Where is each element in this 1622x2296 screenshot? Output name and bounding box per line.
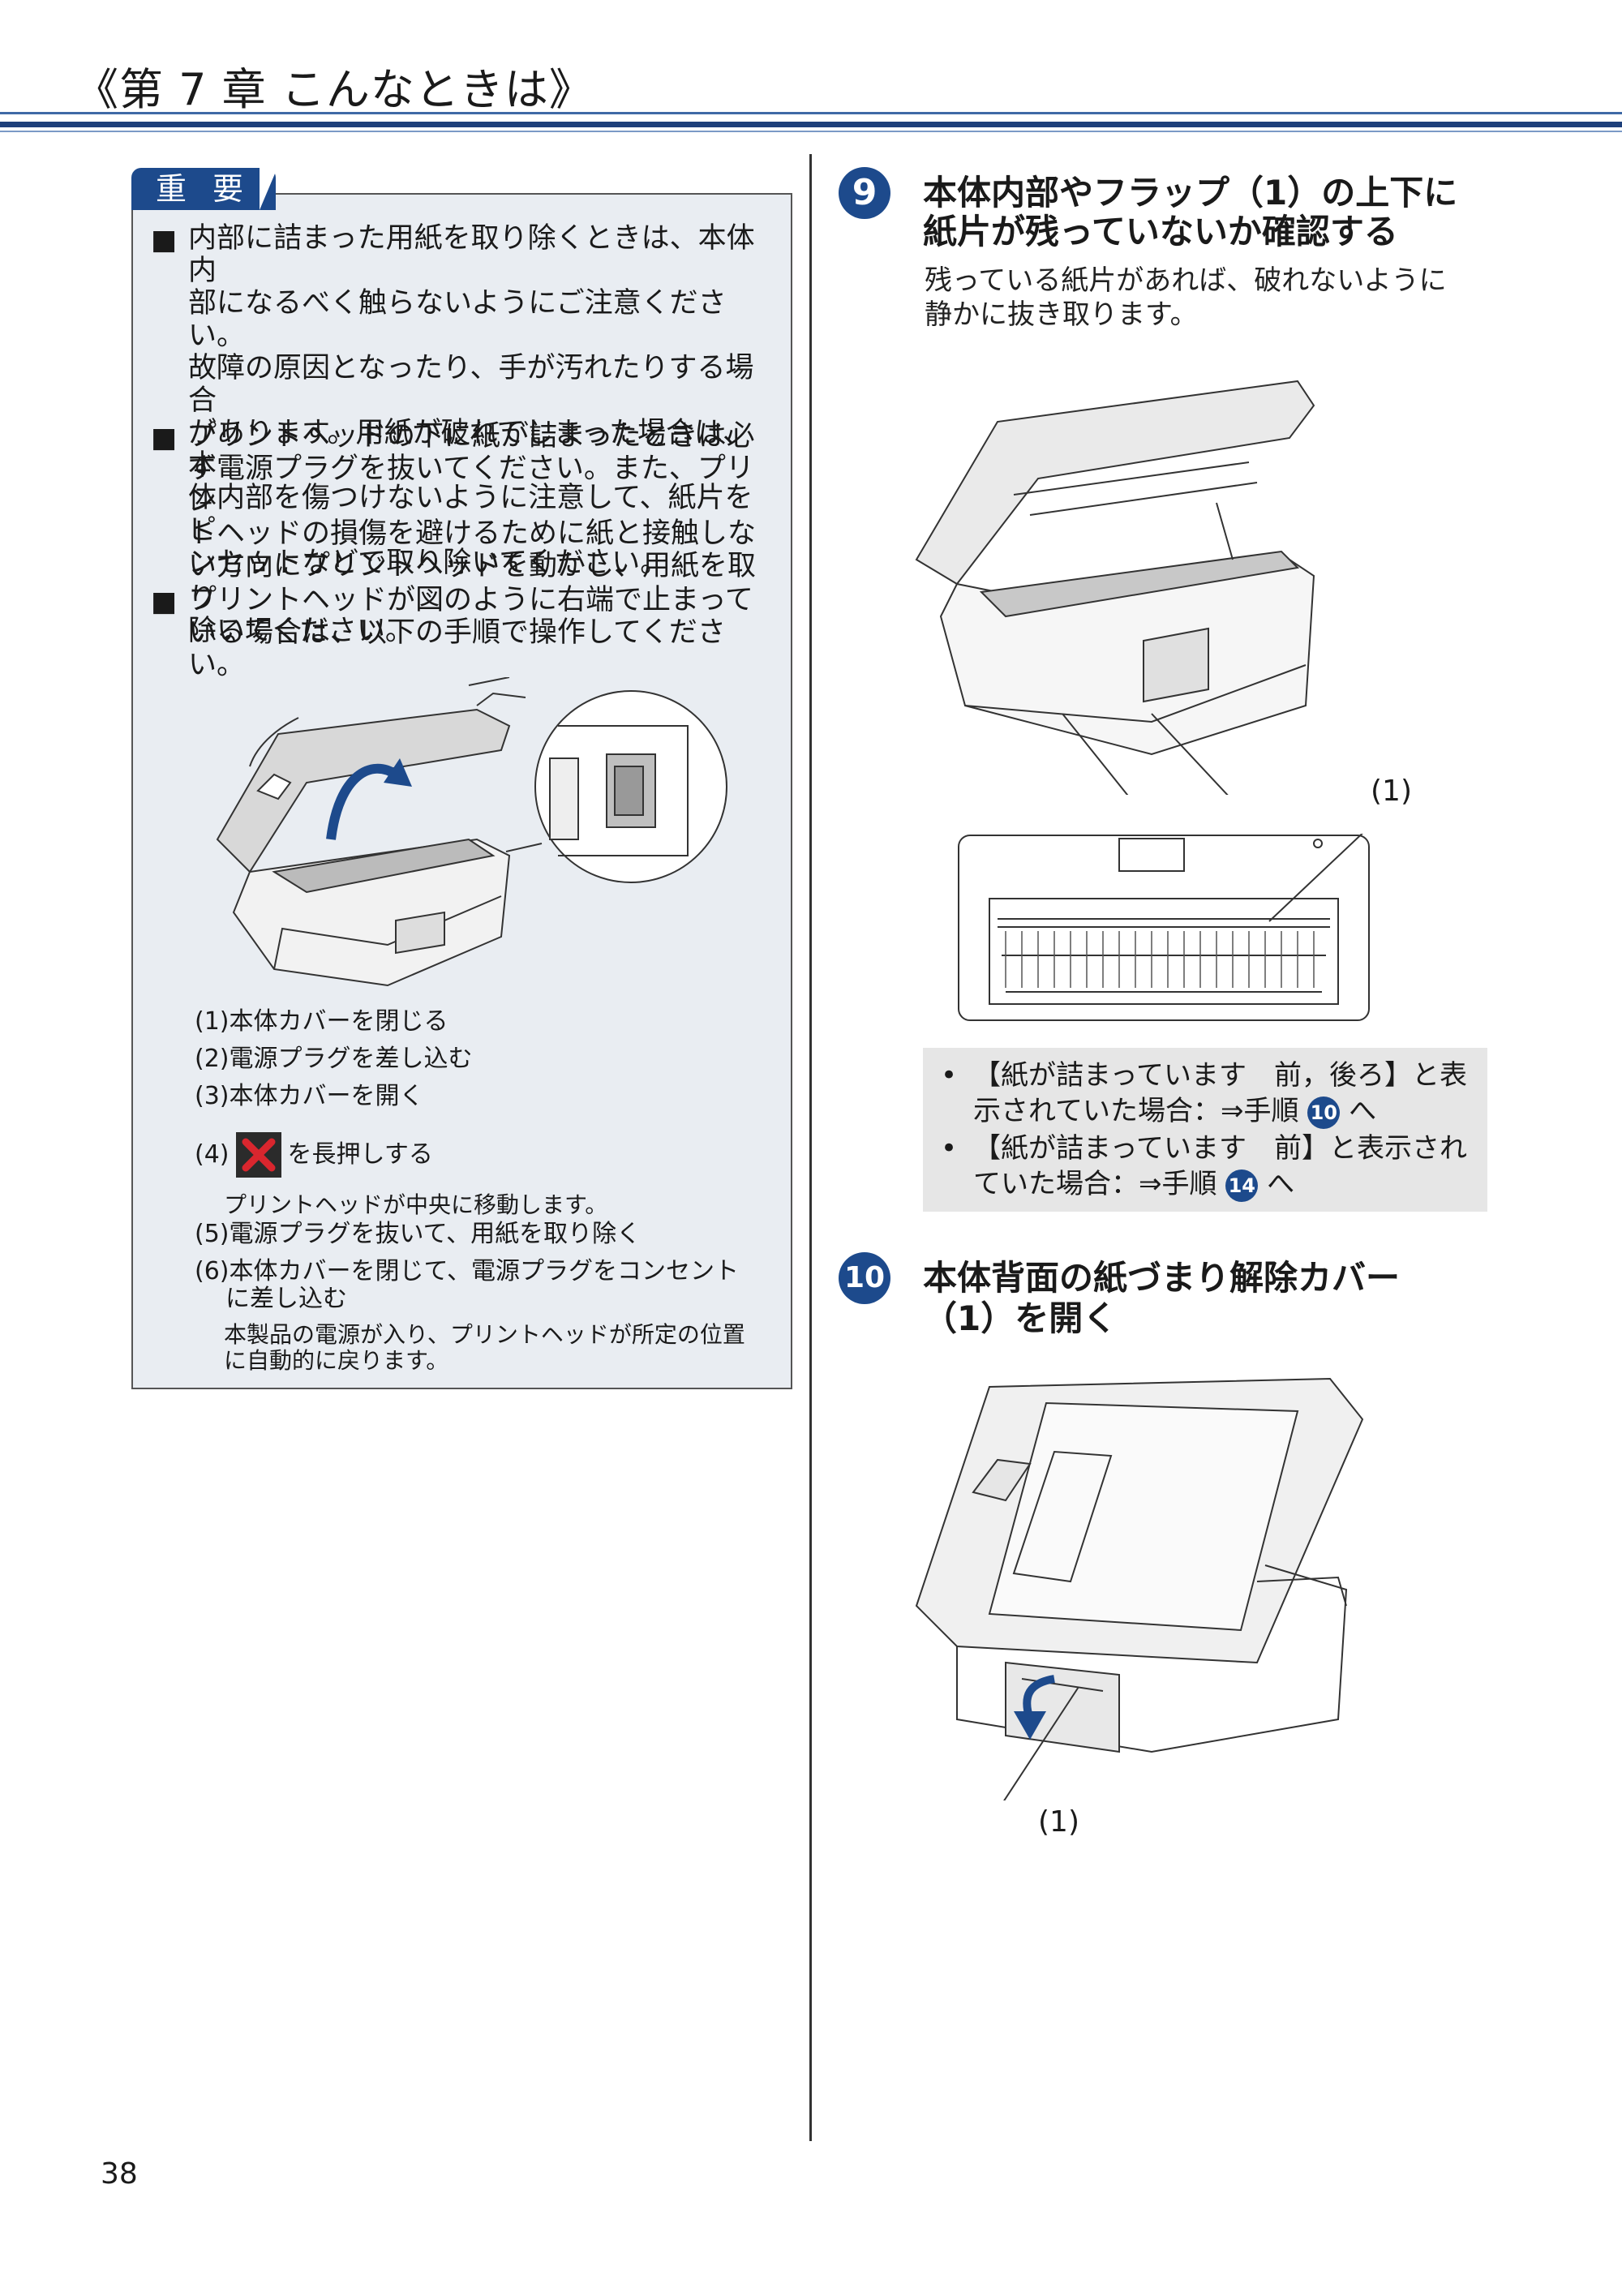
text-line: 内部に詰まった用紙を取り除くときは、本体内	[188, 222, 755, 287]
step-close-plug-cont: に差し込む	[225, 1285, 347, 1313]
column-divider	[809, 154, 812, 2141]
header-rule-thick	[0, 122, 1622, 127]
step-9-title-cont: 紙片が残っていないか確認する	[923, 212, 1398, 251]
important-bullet-1: ■ 内部に詰まった用紙を取り除くときは、本体内 部になるべく触らないようにご注意…	[151, 222, 775, 579]
note-text: 示されていた場合：⇒手順	[973, 1095, 1299, 1127]
important-tag: 重 要	[131, 168, 276, 210]
flap-closeup-illustration	[958, 834, 1370, 1021]
text-line: ンセットなどで取り除いてください。	[188, 547, 669, 579]
step-9-title: 本体内部やフラップ（1）の上下に	[923, 173, 1458, 212]
step-9-note-box	[923, 1048, 1487, 1212]
step-ref-badge[interactable]: 10	[1307, 1096, 1341, 1129]
bullet-marker: ■	[151, 586, 178, 618]
text-line: 故障の原因となったり、手が汚れたりする場合	[188, 352, 754, 417]
text-line: いる場合は、以下の手順で操作してください。	[188, 616, 726, 681]
text-line: い方向にプリントヘッドを動かし、用紙を取り	[188, 550, 757, 615]
step-open-cover: (3)本体カバーを開く	[195, 1082, 424, 1110]
note-text: 【紙が詰まっています 前，後ろ】と表	[973, 1059, 1467, 1092]
step-close-plug: (6)本体カバーを閉じて、電源プラグをコンセント	[195, 1257, 739, 1285]
step-plug-in: (2)電源プラグを差し込む	[195, 1045, 473, 1073]
text-line: 部になるべく触らないようにご注意ください。	[188, 287, 727, 352]
text-line: プリントヘッドの下に紙が詰まったときは必	[188, 420, 755, 453]
step-note: に自動的に戻ります。	[224, 1347, 449, 1374]
note-text: へ	[1349, 1095, 1377, 1127]
step-unplug-remove: (5)電源プラグを抜いて、用紙を取り除く	[195, 1220, 642, 1248]
step-text: を長押しする	[287, 1140, 433, 1169]
important-bullet-3: ■ プリントヘッドが図のように右端で止まって いる場合は、以下の手順で操作してく…	[151, 584, 775, 681]
step-9-note-1: • 【紙が詰まっています 前，後ろ】と表 示されていた場合：⇒手順 10 へ	[941, 1058, 1476, 1129]
step-9-desc-cont: 静かに抜き取ります。	[925, 298, 1198, 331]
stop-icon	[235, 1132, 281, 1178]
step-hold-stop: (4) を長押しする	[195, 1132, 433, 1178]
header-rule	[0, 112, 1622, 114]
page-number: 38	[101, 2157, 138, 2191]
step-9-note-2: • 【紙が詰まっています 前】と表示され ていた場合：⇒手順 14 へ	[941, 1131, 1476, 1202]
text-line: プリントヘッドが図のように右端で止まって	[188, 584, 753, 616]
text-line: ず電源プラグを抜いてください。また、プリン	[188, 453, 754, 517]
step-number-label: (4)	[195, 1140, 230, 1169]
text-line: トヘッドの損傷を避けるために紙と接触しな	[188, 517, 757, 550]
step-note: プリントヘッドが中央に移動します。	[224, 1191, 608, 1218]
text-line: 体内部を傷つけないように注意して、紙片をピ	[188, 482, 753, 547]
step-9-callout: (1)	[1371, 775, 1412, 808]
step-10-title: 本体背面の紙づまり解除カバー	[923, 1258, 1401, 1298]
note-text: へ	[1267, 1168, 1295, 1200]
bullet-marker: ■	[151, 422, 178, 454]
chapter-title: 《第 7 章 こんなときは》	[75, 64, 594, 115]
step-9-desc: 残っている紙片があれば、破れないように	[925, 264, 1447, 297]
step-10-badge: 10	[839, 1252, 890, 1304]
step-9-badge: 9	[839, 167, 890, 219]
header-rule-thin	[0, 131, 1622, 132]
text-line: 除いてください。	[188, 615, 414, 647]
important-bullet-2: ■ プリントヘッドの下に紙が詰まったときは必 ず電源プラグを抜いてください。また…	[151, 420, 775, 647]
step-ref-badge[interactable]: 14	[1225, 1169, 1259, 1202]
text-line: があります。用紙が破れてしまった場合は、本	[188, 417, 752, 482]
note-text: ていた場合：⇒手順	[973, 1168, 1217, 1200]
step-10-title-cont: （1）を開く	[923, 1298, 1118, 1338]
printer-back-illustration	[915, 1377, 1364, 1800]
bullet-marker: ■	[151, 224, 178, 256]
note-text: 【紙が詰まっています 前】と表示され	[973, 1132, 1467, 1165]
step-note: 本製品の電源が入り、プリントヘッドが所定の位置	[224, 1321, 745, 1348]
step-10-callout: (1)	[1038, 1805, 1079, 1839]
printer-open-illustration	[915, 380, 1315, 795]
bullet-marker: •	[941, 1059, 958, 1092]
bullet-marker: •	[941, 1132, 958, 1165]
printhead-illustration	[216, 677, 727, 987]
step-close-cover: (1)本体カバーを閉じる	[195, 1007, 448, 1036]
